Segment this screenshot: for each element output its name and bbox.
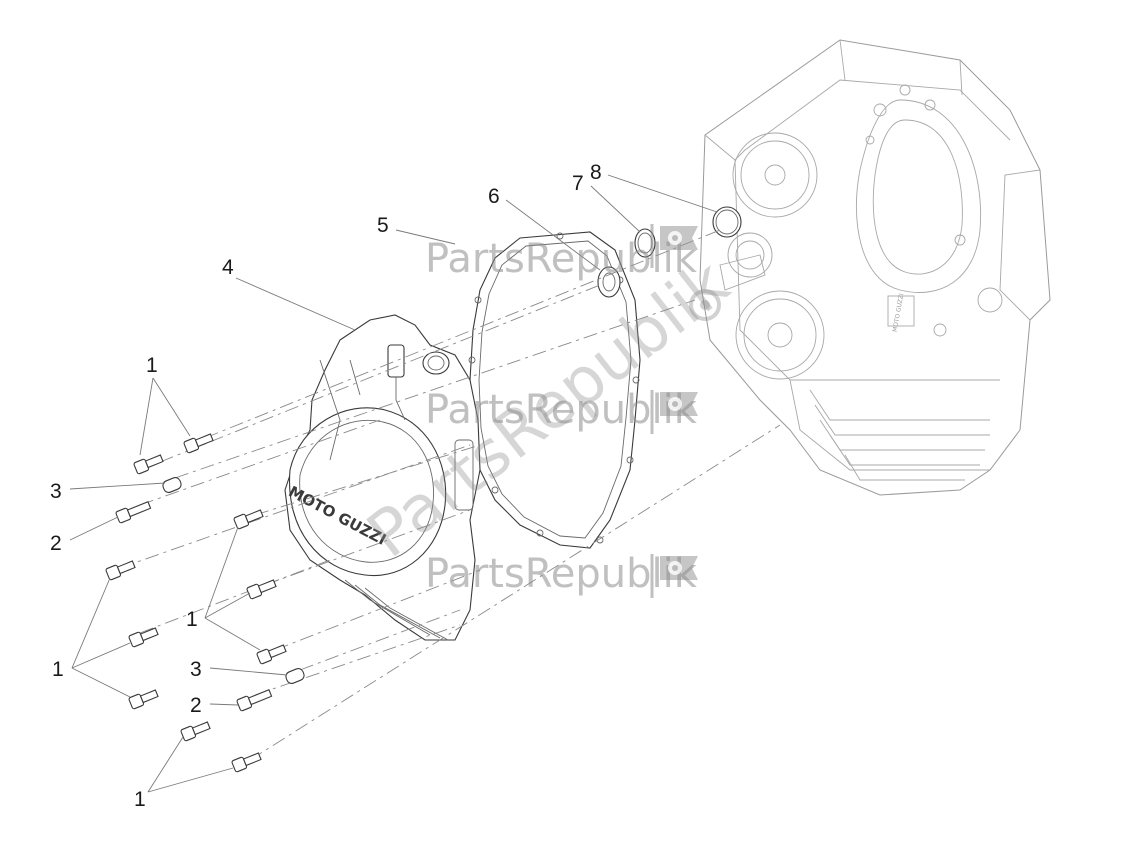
gear-flag-icon: [650, 554, 698, 598]
cover-gasket: [468, 231, 641, 549]
callout-1: 1: [186, 608, 198, 631]
screw: [133, 454, 164, 475]
screw: [128, 689, 159, 710]
oil-seal: [597, 266, 621, 298]
callout-8: 8: [590, 161, 602, 184]
screw: [246, 579, 277, 600]
callout-6: 6: [488, 185, 500, 208]
screw: [105, 560, 136, 581]
screw: [231, 752, 262, 773]
callout-1: 1: [134, 788, 146, 811]
watermark-text: PartsRepublik: [425, 551, 698, 597]
screw: [233, 509, 264, 530]
bolt: [236, 689, 273, 712]
engine-block: MOTO GUZZI: [699, 39, 1051, 496]
leader-lines: [69, 174, 718, 793]
screw: [183, 433, 214, 454]
gear-flag-icon: [650, 390, 698, 434]
bolt: [115, 501, 152, 524]
callout-5: 5: [377, 214, 389, 237]
gear-flag-icon: [689, 289, 721, 321]
callout-2: 2: [190, 694, 202, 717]
callout-1: 1: [52, 658, 64, 681]
callout-numbers: 1 3 2 1 1 3 2 1 4 5 6 7 8: [50, 161, 602, 811]
callout-4: 4: [222, 256, 234, 279]
dowel-pin: [162, 477, 182, 493]
callout-7: 7: [572, 172, 584, 195]
callout-1: 1: [146, 354, 158, 377]
screw: [128, 627, 159, 648]
callout-3: 3: [190, 658, 202, 681]
screw: [180, 721, 211, 742]
o-ring-large: [712, 206, 742, 238]
watermark-text: PartsRepublik: [425, 236, 698, 282]
alternator-cover: MOTO GUZZI: [284, 314, 481, 641]
screw: [256, 644, 287, 665]
callout-2: 2: [50, 532, 62, 555]
gear-flag-icon: [650, 224, 698, 268]
callout-3: 3: [50, 480, 62, 503]
dowel-pin: [285, 668, 305, 684]
